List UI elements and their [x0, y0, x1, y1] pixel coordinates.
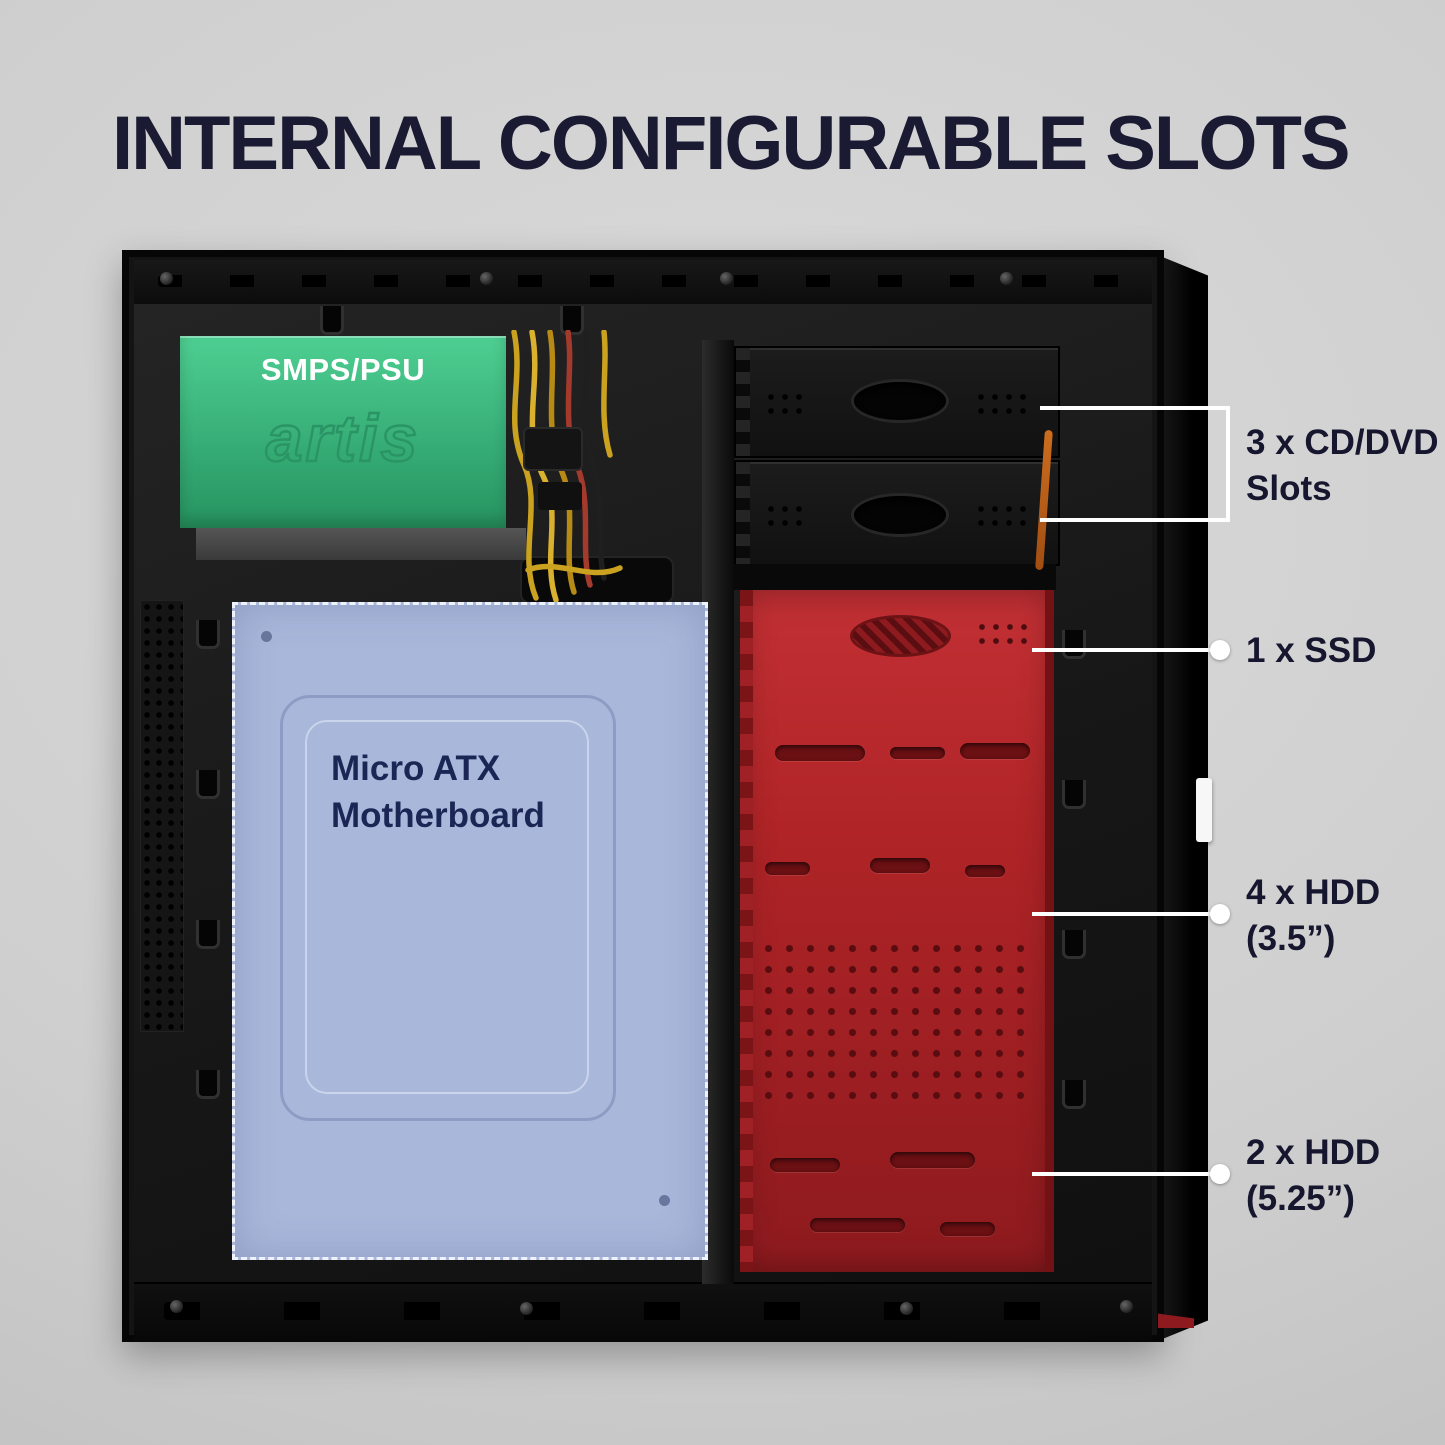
clip-tab — [196, 1070, 220, 1099]
motherboard-label-line2: Motherboard — [331, 796, 545, 836]
callout-cd-dvd-line1: 3 x CD/DVD — [1246, 423, 1439, 462]
callout-cd-dvd-line2: Slots — [1246, 469, 1332, 509]
callout-line-cd-dvd-bottom — [1040, 518, 1230, 522]
callout-line-hdd-525 — [1032, 1172, 1214, 1176]
standoff-screw — [659, 1195, 670, 1206]
callout-hdd-525-line1: 2 x HDD — [1246, 1133, 1381, 1172]
clip-tab — [196, 920, 220, 949]
motherboard-label: Micro ATX Motherboard — [331, 745, 545, 840]
callout-hdd-35-line1: 4 x HDD — [1246, 873, 1381, 912]
bay-vent-dots — [764, 502, 808, 528]
clip-tab — [1062, 1080, 1086, 1109]
psu-brand-logo: artis — [265, 400, 421, 477]
cage-slot — [890, 1152, 975, 1168]
hdd-cage-region — [740, 590, 1054, 1272]
cage-slot — [960, 743, 1030, 759]
callout-cd-dvd: 3 x CD/DVD Slots — [1246, 420, 1439, 512]
callout-hdd-525: 2 x HDD (5.25”) — [1246, 1130, 1380, 1222]
clip-tab — [1062, 930, 1086, 959]
bay-base-strip — [734, 564, 1056, 590]
cage-slot — [770, 1158, 840, 1172]
screw — [720, 272, 733, 285]
motherboard-region: Micro ATX Motherboard — [232, 602, 708, 1260]
callout-hdd-35: 4 x HDD (3.5”) — [1246, 870, 1380, 962]
bay-rail — [736, 348, 750, 456]
motherboard-label-line1: Micro ATX — [331, 749, 501, 788]
callout-line-cd-dvd-top — [1040, 406, 1230, 410]
screw — [160, 272, 173, 285]
cage-slot — [940, 1222, 995, 1236]
screw — [900, 1302, 913, 1315]
cage-slot — [775, 745, 865, 761]
callout-dot-hdd-525 — [1210, 1164, 1230, 1184]
page-title: INTERNAL CONFIGURABLE SLOTS — [112, 101, 1351, 186]
callout-dot-hdd-35 — [1210, 904, 1230, 924]
callout-line-hdd-35 — [1032, 912, 1214, 916]
cage-hole-grid — [758, 938, 1034, 1110]
cage-vent-dots — [975, 620, 1027, 646]
tray-emboss-outer — [280, 695, 616, 1121]
bay-oval-cutout — [854, 496, 946, 534]
clip-tab — [1062, 780, 1086, 809]
screw — [520, 1302, 533, 1315]
cage-slot — [870, 858, 930, 873]
callout-ssd-line1: 1 x SSD — [1246, 631, 1377, 670]
clip-tab — [320, 306, 344, 335]
clip-tab — [560, 306, 584, 335]
cd-dvd-bay-2 — [734, 460, 1060, 566]
bay-oval-cutout — [854, 382, 946, 420]
callout-dot-ssd — [1210, 640, 1230, 660]
screw — [1120, 1300, 1133, 1313]
callout-hdd-525-line2: (5.25”) — [1246, 1179, 1355, 1219]
callout-bracket-cd-dvd — [1226, 406, 1230, 522]
cage-oval-vent — [850, 615, 951, 657]
callout-ssd: 1 x SSD — [1246, 628, 1376, 674]
side-panel-latch — [1196, 778, 1212, 842]
cage-slot — [810, 1218, 905, 1232]
psu-mounting-bracket — [196, 528, 526, 560]
cage-rail — [740, 590, 753, 1272]
screw — [1000, 272, 1013, 285]
callout-line-ssd — [1032, 648, 1214, 652]
front-fan-mesh — [140, 600, 184, 1032]
clip-tab — [196, 770, 220, 799]
callout-hdd-35-line2: (3.5”) — [1246, 919, 1336, 959]
cage-edge — [1045, 590, 1054, 1272]
screw — [480, 272, 493, 285]
case-bottom-rail — [134, 1282, 1152, 1340]
power-cables-illustration — [511, 330, 623, 603]
tray-emboss-inner — [305, 720, 589, 1094]
clip-tab — [196, 620, 220, 649]
cage-slot — [965, 865, 1005, 877]
bay-vent-dots — [974, 502, 1032, 528]
cage-slot — [765, 862, 810, 875]
bay-vent-dots — [974, 390, 1032, 416]
psu-label: SMPS/PSU — [260, 352, 426, 387]
screw — [170, 1300, 183, 1313]
standoff-screw — [261, 631, 272, 642]
bay-rail — [736, 462, 750, 564]
cd-dvd-bay-1 — [734, 346, 1060, 458]
clip-tab — [1062, 630, 1086, 659]
case-top-rail — [134, 260, 1152, 306]
psu-region: SMPS/PSU artis — [180, 336, 506, 528]
cage-slot — [890, 747, 945, 759]
bay-vent-dots — [764, 390, 808, 416]
